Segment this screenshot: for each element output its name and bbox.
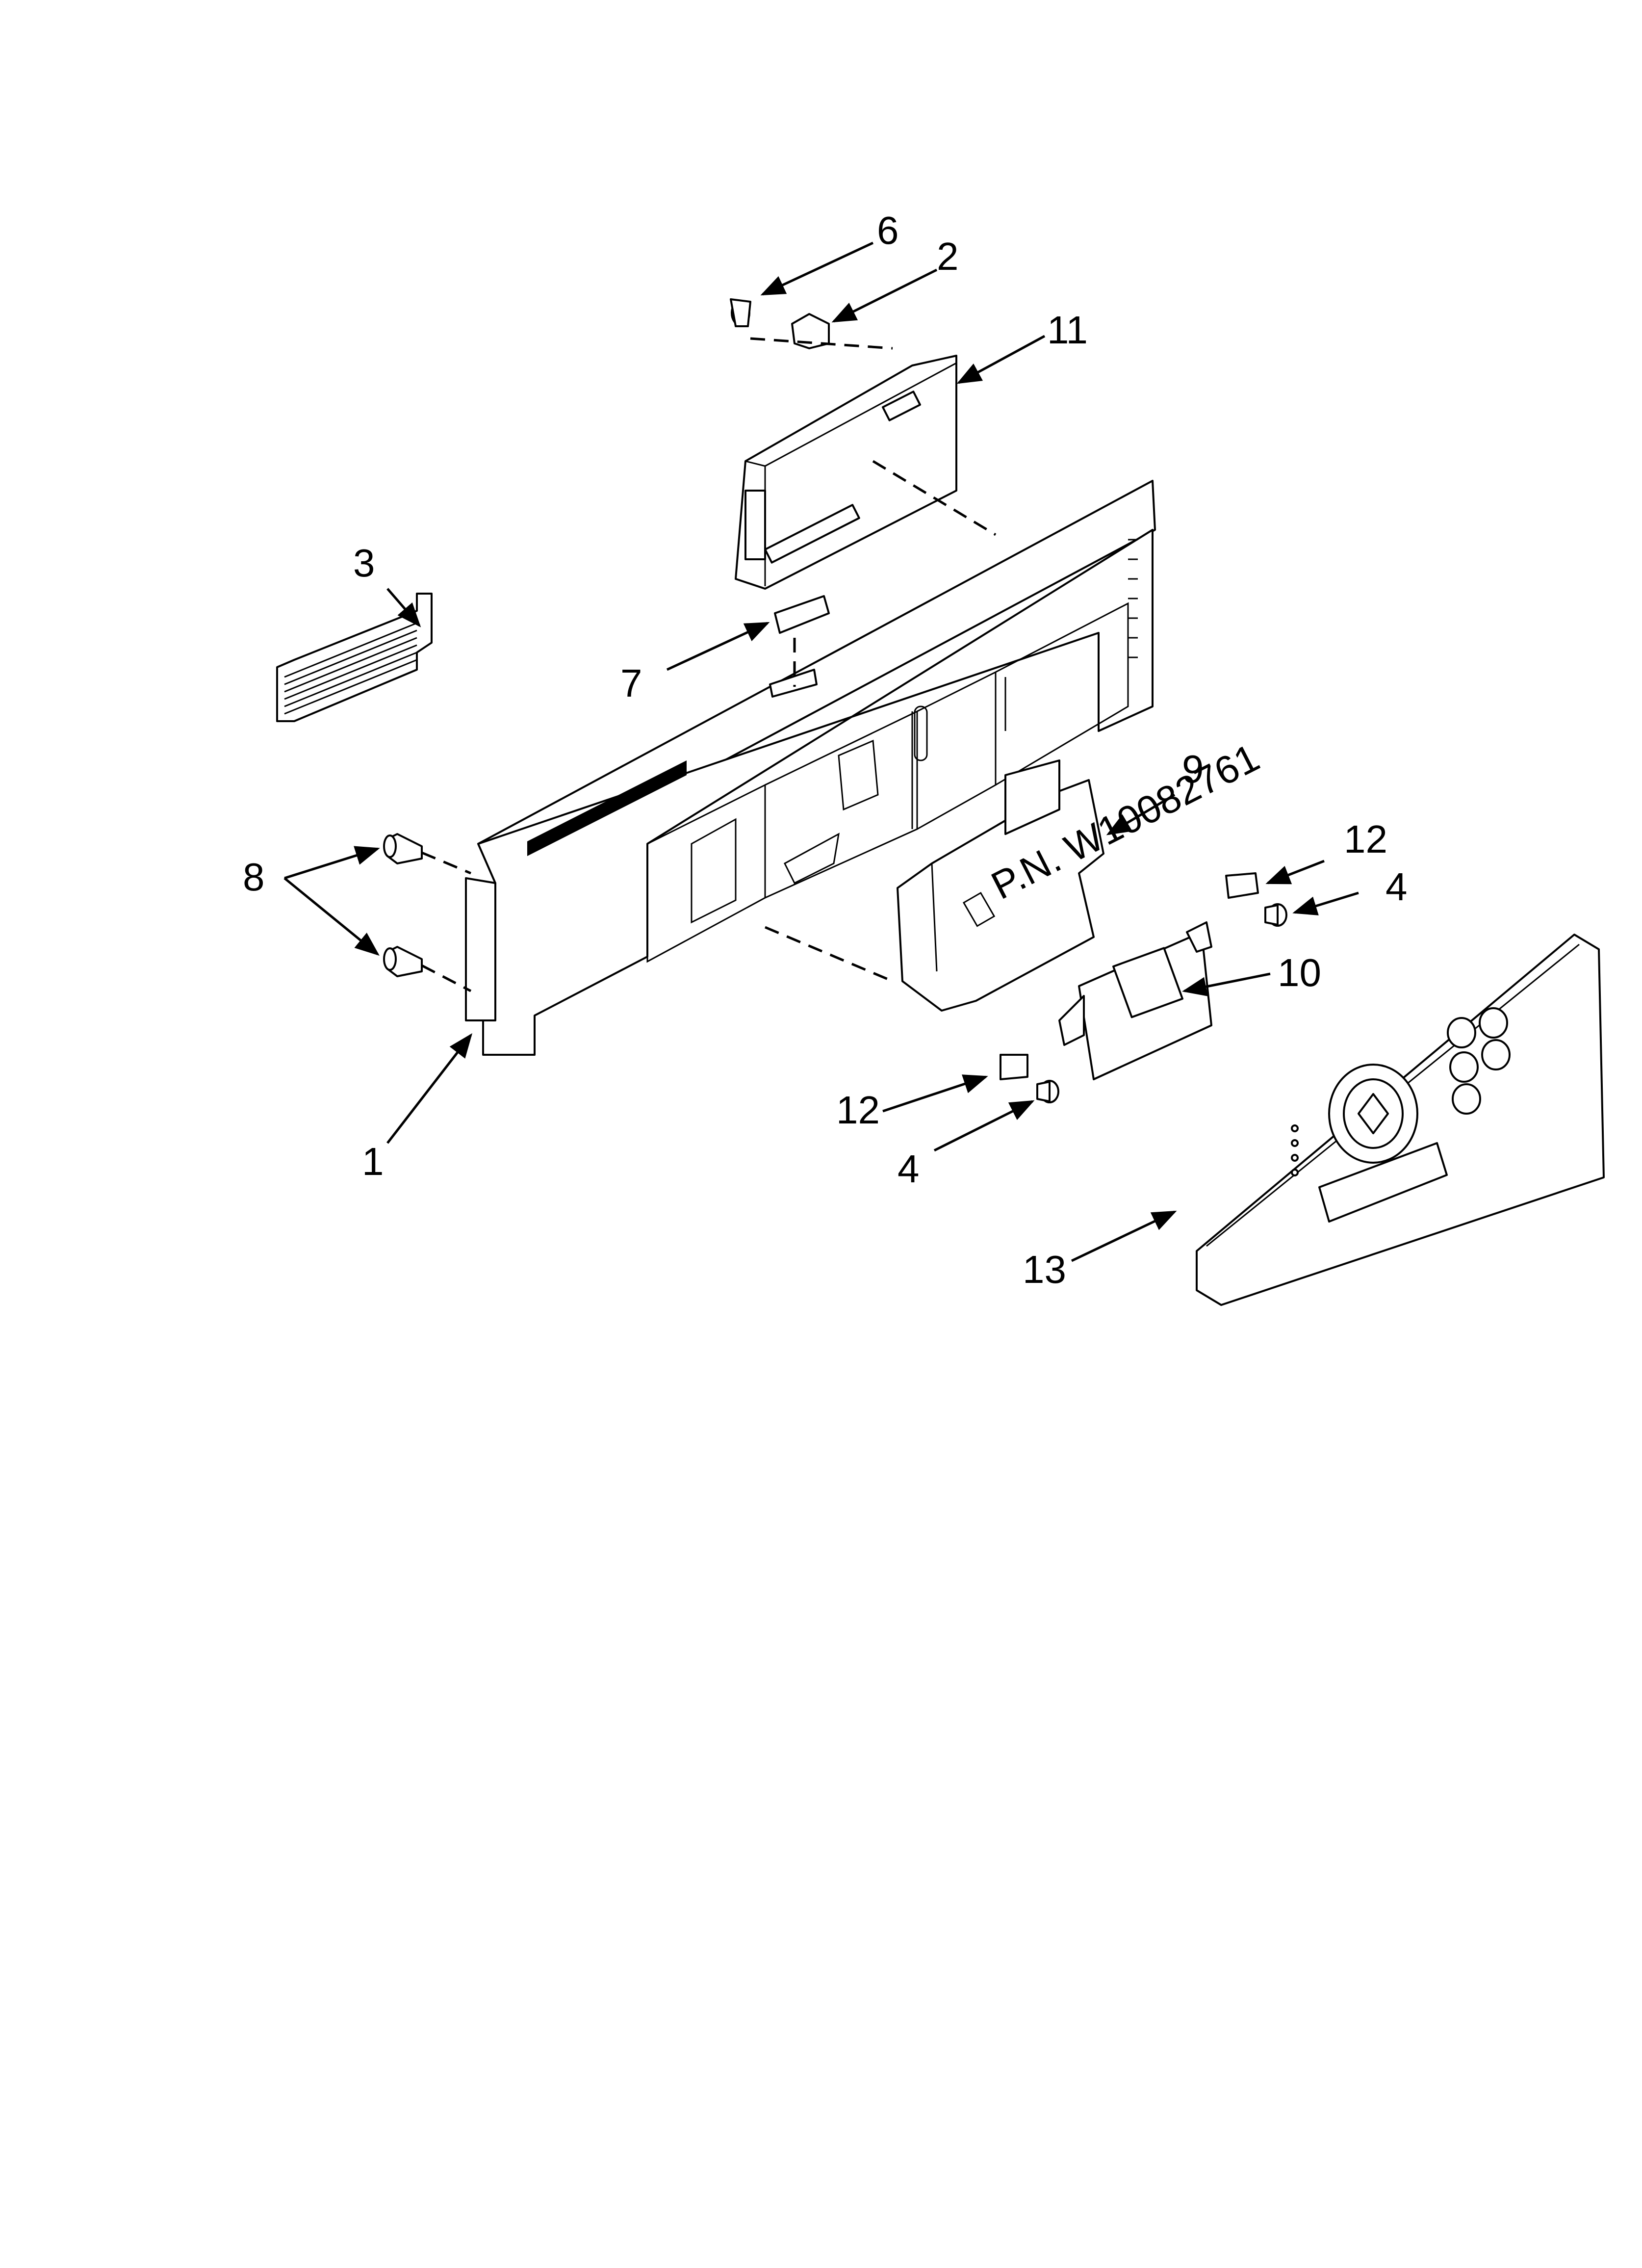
screw-upper [1264,903,1287,927]
dispenser-housing: P.N. W10082761 [897,735,1266,1012]
callout-labels: 6 2 11 3 7 9 8 12 4 10 12 4 1 13 [243,209,1408,1291]
screw-upper-left [383,833,423,864]
callout-2: 2 [937,235,959,278]
assembly-lines [421,337,997,992]
console-label [769,595,830,698]
button-group [1447,1007,1511,1115]
callout-6: 6 [877,209,899,252]
screw-lower [1036,1080,1059,1103]
callout-12-upper: 12 [1344,817,1387,861]
main-dial [1328,1064,1418,1164]
front-panel [1196,934,1605,1306]
callout-12-lower: 12 [836,1088,880,1132]
vent-grille [527,760,687,856]
sensor [730,298,751,327]
switch-bracket [1058,921,1212,1080]
clip-lower [1000,1054,1028,1080]
callout-7: 7 [620,661,642,705]
control-board [735,355,957,590]
indicator-leds [1291,1124,1299,1176]
callout-10: 10 [1278,951,1321,994]
callout-4-upper: 4 [1385,865,1408,909]
callout-9: 9 [1182,747,1204,791]
clip-upper [1225,872,1259,899]
callout-1: 1 [362,1140,384,1183]
callout-11: 11 [1047,308,1088,352]
callout-3: 3 [353,541,375,585]
ribbon-cable [276,593,433,722]
leader-lines [283,241,1359,1262]
callout-4-lower: 4 [898,1147,920,1191]
callout-13: 13 [1023,1248,1066,1291]
screw-lower-left [383,946,423,977]
callout-8: 8 [243,855,265,899]
